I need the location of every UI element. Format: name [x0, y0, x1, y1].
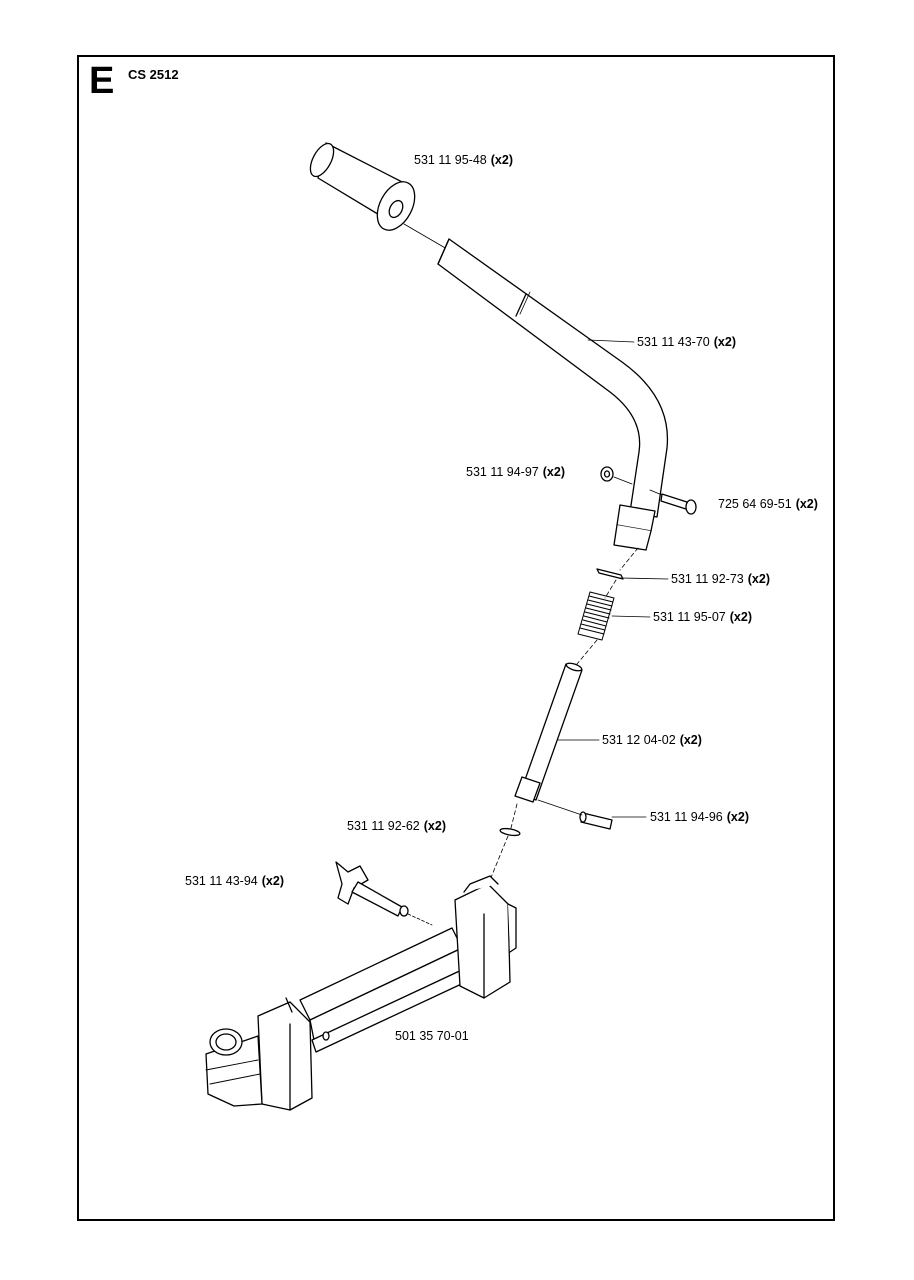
washer-bottom-part: [499, 827, 521, 837]
part-number: 725 64 69-51: [718, 497, 792, 511]
part-number: 531 11 92-73: [671, 572, 744, 586]
model-label: CS 2512: [128, 67, 179, 82]
base-frame-part: [205, 875, 517, 1111]
spring-part: [577, 591, 615, 641]
handle-bar-part: [437, 238, 669, 551]
knob-part: [335, 861, 433, 926]
callout-knob: 531 11 43-94(x2): [185, 875, 284, 888]
diagram-frame: [77, 55, 835, 1221]
callout-lower-tube: 531 12 04-02(x2): [602, 734, 702, 747]
callout-handle-bar: 531 11 43-70(x2): [637, 336, 736, 349]
part-qty: (x2): [423, 819, 446, 833]
part-number: 531 11 43-70: [637, 335, 710, 349]
part-qty: (x2): [490, 153, 513, 167]
callout-washer-top: 531 11 92-73(x2): [671, 573, 770, 586]
part-qty: (x2): [679, 733, 702, 747]
part-number: 531 11 94-96: [650, 810, 723, 824]
callout-pin: 531 11 94-96(x2): [650, 811, 749, 824]
part-number: 501 35 70-01: [395, 1029, 469, 1043]
screw-part: [649, 489, 697, 515]
part-number: 531 11 43-94: [185, 874, 258, 888]
part-number: 531 11 95-07: [653, 610, 726, 624]
callout-screw: 725 64 69-51(x2): [718, 498, 818, 511]
part-qty: (x2): [729, 610, 752, 624]
lower-tube-part: [514, 662, 583, 803]
leader-lines: [557, 339, 669, 818]
callout-spring: 531 11 95-07(x2): [653, 611, 752, 624]
section-letter: E: [89, 60, 115, 102]
part-qty: (x2): [747, 572, 770, 586]
part-qty: (x2): [261, 874, 284, 888]
part-qty: (x2): [713, 335, 736, 349]
callout-grip: 531 11 95-48(x2): [414, 154, 513, 167]
part-number: 531 11 92-62: [347, 819, 420, 833]
part-number: 531 11 95-48: [414, 153, 487, 167]
grip-part: [309, 142, 448, 250]
part-qty: (x2): [542, 465, 565, 479]
pin-part: [537, 799, 613, 830]
callout-base-frame: 501 35 70-01: [395, 1030, 473, 1043]
assembly-axis: [489, 547, 639, 881]
callout-washer-bottom: 531 11 92-62(x2): [347, 820, 446, 833]
callout-nut: 531 11 94-97(x2): [466, 466, 565, 479]
part-qty: (x2): [795, 497, 818, 511]
washer-top-part: [596, 568, 624, 580]
nut-part: [600, 466, 633, 485]
part-number: 531 11 94-97: [466, 465, 539, 479]
part-qty: (x2): [726, 810, 749, 824]
part-number: 531 12 04-02: [602, 733, 676, 747]
